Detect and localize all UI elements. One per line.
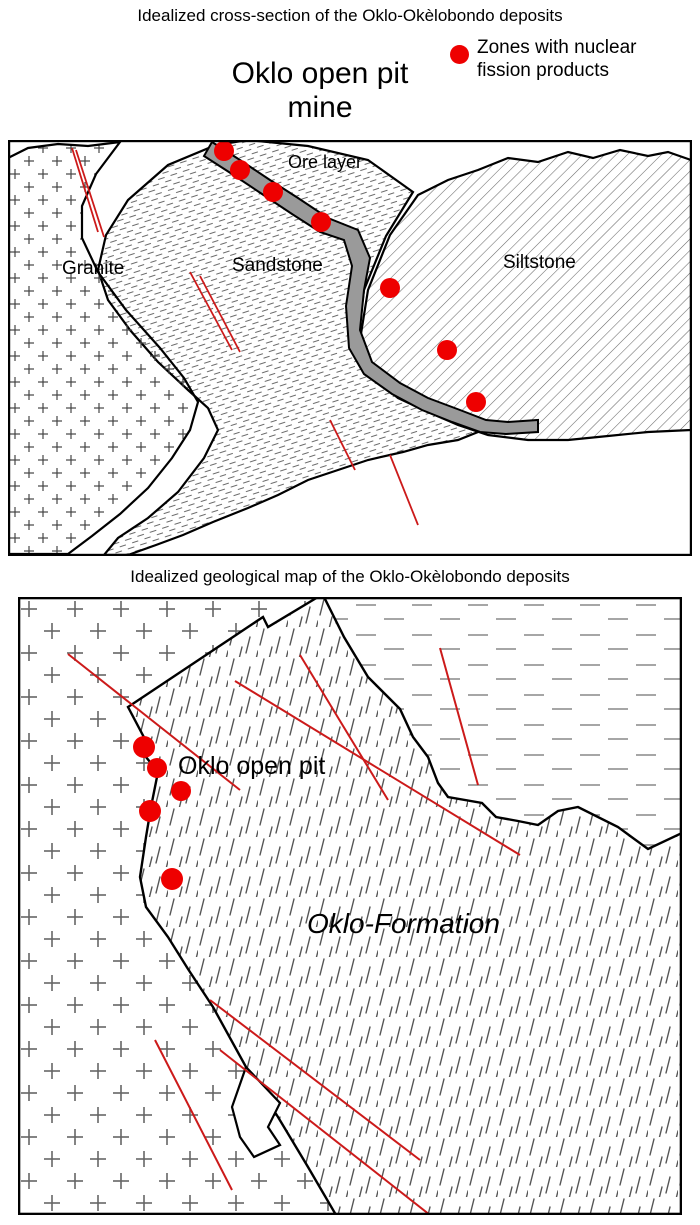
cross-section-frame: [8, 140, 692, 556]
fission-zone-markers: [214, 141, 486, 412]
cross-section-panel: [8, 140, 692, 556]
fission-zone-marker: [147, 758, 167, 778]
map-unit-granite: [19, 598, 336, 1214]
geological-map-frame: [18, 597, 682, 1215]
fission-zone-marker: [230, 160, 250, 180]
fission-zone-marker-icon: [450, 45, 469, 64]
legend-label: Zones with nuclear fission products: [477, 37, 637, 81]
map-fault-lines: [67, 647, 521, 1214]
legend: Zones with nuclear fission products: [450, 36, 636, 82]
map-granite-notch: [230, 1064, 282, 1159]
cross-section-title: Idealized cross-section of the Oklo-Okèl…: [137, 6, 563, 25]
map-unit-siltstone: [324, 598, 681, 849]
fission-zone-marker: [466, 392, 486, 412]
fission-zone-marker: [437, 340, 457, 360]
fission-zone-marker: [311, 212, 331, 232]
unit-siltstone: [358, 148, 691, 442]
unit-granite: [9, 141, 200, 555]
fission-zone-marker: [380, 278, 400, 298]
fault-lines: [71, 147, 419, 526]
map-fission-zone-markers: [133, 736, 191, 890]
fission-zone-marker: [263, 182, 283, 202]
fission-zone-marker: [214, 141, 234, 161]
geological-map-panel: [18, 597, 682, 1215]
fission-zone-marker: [161, 868, 183, 890]
oklo-open-pit-mine-label: Oklo open pit mine: [231, 57, 409, 124]
fission-zone-marker: [133, 736, 155, 758]
geological-map-title: Idealized geological map of the Oklo-Okè…: [130, 567, 570, 586]
fission-zone-marker: [139, 800, 161, 822]
fission-zone-marker: [171, 781, 191, 801]
